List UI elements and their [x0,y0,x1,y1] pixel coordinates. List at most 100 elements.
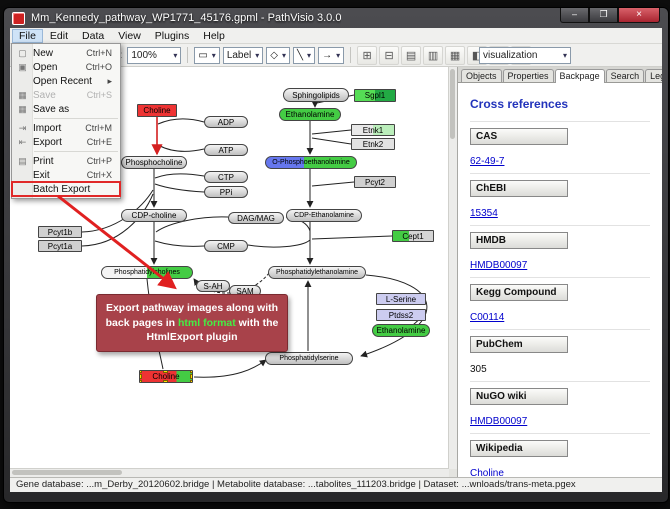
selection-handle[interactable] [190,380,192,382]
node-sgpl1[interactable]: Sgpl1 [354,89,396,102]
dropdown-arrow-icon: ▾ [336,50,341,60]
datanode-tool-icon[interactable]: ▭▾ [194,46,220,64]
canvas-vertical-scrollbar[interactable] [448,67,457,469]
selection-handle[interactable] [140,371,142,373]
node-ptdss2[interactable]: Ptdss2 [376,309,426,321]
node-s-ah[interactable]: S-AH [196,280,230,292]
node-l-serine[interactable]: L-Serine [376,293,426,305]
node-o-phosphoethanolamine[interactable]: O-Phosphoethanolamine [265,156,357,169]
xref-value[interactable]: 62-49-7 [470,156,505,167]
menu-data[interactable]: Data [82,29,105,42]
new-icon: ▢ [18,47,27,58]
menu-item-label: Batch Export [33,183,91,195]
menu-view[interactable]: View [118,29,141,42]
zoom-in-icon[interactable]: ⊞ [357,45,378,65]
shape-tool-icon[interactable]: ◇▾ [266,46,291,64]
xref-value[interactable]: HMDB00097 [470,416,528,427]
tab-search[interactable]: Search [605,69,645,82]
menu-help[interactable]: Help [203,29,225,42]
node-etnk1[interactable]: Etnk1 [351,124,395,136]
node-label: Ethanolamine [285,110,335,119]
selection-handle[interactable] [190,371,192,373]
node-label: Ptdss2 [388,310,414,320]
menu-edit[interactable]: Edit [49,29,69,42]
node-atp[interactable]: ATP [204,144,248,156]
zoom-combobox[interactable]: 100% ▾ [127,46,182,64]
node-pcyt2[interactable]: Pcyt2 [354,176,396,188]
tab-objects[interactable]: Objects [461,69,502,82]
menu-plugins[interactable]: Plugins [154,29,190,42]
dropdown-arrow-icon: ▾ [255,50,260,60]
node-ethanolamine[interactable]: Ethanolamine [279,108,341,121]
sidebar-tabs: ObjectsPropertiesBackpageSearchLegend [458,67,662,83]
node-phosphatidylethanolamine[interactable]: Phosphatidylethanolamine [268,266,366,279]
node-label: O-Phosphoethanolamine [272,159,350,166]
menu-item-label: Import [33,122,62,134]
node-ppi[interactable]: PPi [204,186,248,198]
menu-file[interactable]: File [12,28,43,43]
node-adp[interactable]: ADP [204,116,248,128]
node-choline[interactable]: Choline [139,370,193,383]
xref-header: NuGO wiki [470,388,568,405]
selection-handle[interactable] [190,373,192,379]
align-top-icon[interactable]: ▦ [445,45,466,65]
connector-tool-icon: → [322,49,333,61]
file-menu-item-save-as[interactable]: ▦Save as [12,102,120,116]
close-button[interactable]: × [618,8,660,23]
node-cdp-choline[interactable]: CDP-choline [121,209,187,222]
visualization-combobox[interactable]: visualization ▾ [479,47,571,64]
dropdown-arrow-icon: ▾ [307,50,312,60]
node-cept1[interactable]: Cept1 [392,230,434,242]
align-center-icon[interactable]: ▥ [423,45,444,65]
node-sphingolipids[interactable]: Sphingolipids [283,88,349,102]
line-tool-icon[interactable]: ╲▾ [293,46,316,64]
node-phosphatidylcholines[interactable]: Phosphatidylcholines [101,266,193,279]
titlebar[interactable]: Mm_Kennedy_pathway_WP1771_45176.gpml - P… [4,8,668,28]
window-title: Mm_Kennedy_pathway_WP1771_45176.gpml - P… [31,12,342,24]
selection-handle[interactable] [140,373,142,379]
file-menu-item-open-recent[interactable]: Open Recent▸ [12,74,120,88]
node-label: Pcyt1b [47,227,73,237]
selection-handle[interactable] [163,371,168,373]
scrollbar-thumb[interactable] [450,69,455,139]
menu-shortcut: Ctrl+O [85,62,112,72]
node-pcyt1b[interactable]: Pcyt1b [38,226,82,238]
xref-value[interactable]: 15354 [470,208,498,219]
tab-properties[interactable]: Properties [502,69,554,82]
xref-value[interactable]: C00114 [470,312,505,323]
file-menu-item-batch-export[interactable]: Batch Export [11,181,121,197]
connector-tool-icon[interactable]: →▾ [318,46,345,64]
node-ethanolamine[interactable]: Ethanolamine [372,324,430,337]
minimize-button[interactable]: – [560,8,589,23]
zoom-out-icon[interactable]: ⊟ [379,45,400,65]
tab-legend[interactable]: Legend [645,69,662,82]
align-left-icon[interactable]: ▤ [401,45,422,65]
node-cdp-ethanolamine[interactable]: CDP-Ethanolamine [286,209,362,222]
print-icon: ▤ [18,155,27,166]
maximize-button[interactable]: ❐ [589,8,618,23]
node-phosphatidylserine[interactable]: Phosphatidylserine [265,352,353,365]
node-pcyt1a[interactable]: Pcyt1a [38,240,82,252]
node-ctp[interactable]: CTP [204,171,248,183]
node-phosphocholine[interactable]: Phosphocholine [121,156,187,169]
xref-value[interactable]: HMDB00097 [470,260,528,271]
menu-item-label: Save as [33,103,70,115]
toolbar-label-combobox[interactable]: Label▾ [222,46,264,64]
node-cmp[interactable]: CMP [204,240,248,252]
xref-value[interactable]: Choline [470,468,504,477]
scrollbar-thumb[interactable] [12,470,122,475]
node-etnk2[interactable]: Etnk2 [351,138,395,150]
tab-backpage[interactable]: Backpage [554,69,605,83]
node-choline[interactable]: Choline [137,104,177,117]
selection-handle[interactable] [140,380,142,382]
canvas-horizontal-scrollbar[interactable] [10,468,449,477]
node-dag-mag[interactable]: DAG/MAG [228,212,284,224]
selection-handle[interactable] [163,380,168,382]
